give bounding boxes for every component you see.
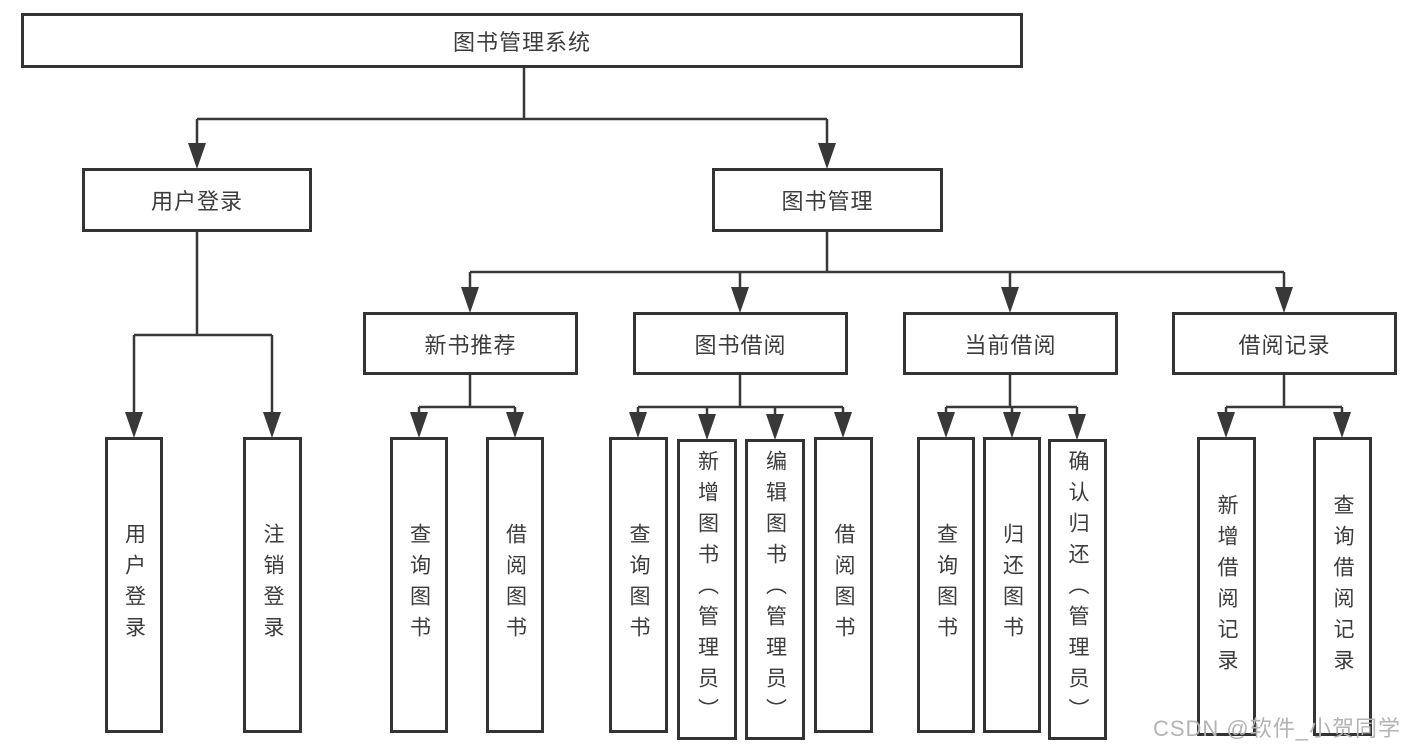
node-current-borrow-label: 当前借阅	[964, 332, 1057, 358]
leaf-logout-label: 注销登录	[261, 523, 284, 647]
leaf-logout: 注销登录	[243, 437, 302, 733]
leaf-record-add-label: 新增借阅记录	[1215, 493, 1238, 680]
node-user-login: 用户登录	[82, 168, 312, 232]
leaf-current-confirm-return-admin: 确认归还（管理员）	[1048, 439, 1107, 740]
leaf-record-query-label: 查询借阅记录	[1331, 493, 1354, 680]
edges-user-login-children	[132, 232, 274, 420]
leaf-record-query: 查询借阅记录	[1313, 437, 1372, 736]
node-current-borrow: 当前借阅	[903, 312, 1118, 375]
node-user-login-label: 用户登录	[150, 189, 243, 214]
leaf-borrow-borrow-book-label: 借阅图书	[832, 523, 855, 647]
leaf-newbook-query-book: 查询图书	[390, 437, 448, 733]
node-book-management: 图书管理	[712, 168, 943, 232]
leaf-record-add: 新增借阅记录	[1197, 437, 1256, 736]
leaf-current-confirm-return-admin-label: 确认归还（管理员）	[1066, 450, 1089, 729]
leaf-current-query-book: 查询图书	[917, 437, 975, 733]
node-new-book-recommend: 新书推荐	[363, 312, 578, 375]
node-book-borrow: 图书借阅	[633, 312, 848, 375]
leaf-newbook-query-book-label: 查询图书	[407, 523, 431, 647]
leaf-borrow-add-book-admin-label: 新增图书（管理员）	[695, 450, 719, 729]
edges-root-to-level2	[195, 68, 829, 152]
node-root: 图书管理系统	[21, 13, 1023, 68]
edges-new-book-children	[417, 375, 517, 420]
leaf-borrow-query-book-label: 查询图书	[627, 523, 650, 647]
leaf-borrow-add-book-admin: 新增图书（管理员）	[677, 439, 737, 740]
leaf-borrow-borrow-book: 借阅图书	[814, 437, 873, 733]
node-book-borrow-label: 图书借阅	[694, 332, 787, 358]
edges-borrow-record-children	[1224, 375, 1344, 420]
edges-book-management-children	[468, 232, 1286, 296]
node-root-label: 图书管理系统	[452, 29, 591, 55]
node-borrow-record: 借阅记录	[1172, 312, 1397, 375]
leaf-user-login-label: 用户登录	[122, 523, 146, 647]
leaf-borrow-edit-book-admin-label: 编辑图书（管理员）	[763, 450, 787, 729]
leaf-user-login: 用户登录	[105, 437, 163, 733]
leaf-newbook-borrow-book: 借阅图书	[486, 437, 544, 733]
edges-book-borrow-children	[636, 375, 845, 422]
leaf-current-return-book: 归还图书	[983, 437, 1041, 733]
leaf-current-return-book-label: 归还图书	[1000, 523, 1024, 647]
leaf-current-query-book-label: 查询图书	[934, 523, 958, 647]
leaf-borrow-query-book: 查询图书	[609, 437, 668, 733]
node-book-management-label: 图书管理	[781, 189, 874, 214]
edges-current-borrow-children	[944, 375, 1079, 422]
csdn-watermark: CSDN @软件_小贺同学	[1152, 716, 1401, 741]
leaf-newbook-borrow-book-label: 借阅图书	[503, 523, 527, 647]
leaf-borrow-edit-book-admin: 编辑图书（管理员）	[745, 439, 805, 740]
node-borrow-record-label: 借阅记录	[1238, 332, 1331, 358]
node-new-book-recommend-label: 新书推荐	[424, 332, 517, 358]
